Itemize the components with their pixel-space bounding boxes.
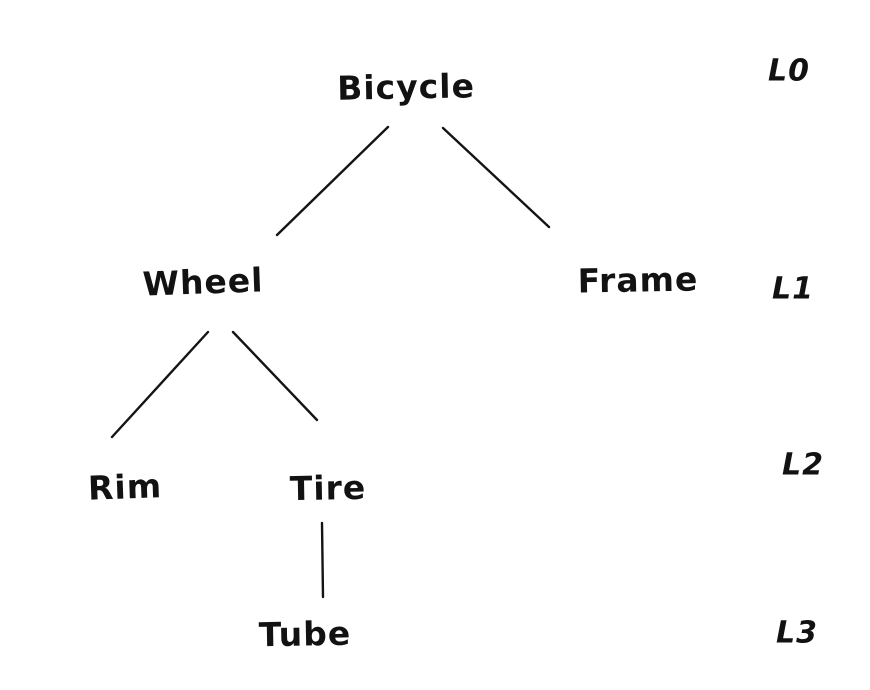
- node-tire: Tire: [289, 467, 367, 509]
- edge-wheel-rim: [110, 330, 210, 439]
- edge-wheel-tire: [231, 330, 319, 422]
- edge-tire-tube: [320, 521, 325, 599]
- edge-bicycle-frame: [441, 126, 551, 229]
- level-label-l0: L0: [768, 53, 810, 89]
- level-label-l2: L2: [782, 447, 824, 483]
- level-label-l3: L3: [776, 615, 818, 651]
- node-wheel: Wheel: [141, 260, 265, 304]
- level-label-l1: L1: [772, 271, 814, 307]
- node-bicycle: Bicycle: [336, 66, 476, 108]
- node-rim: Rim: [87, 466, 163, 508]
- node-frame: Frame: [577, 259, 699, 301]
- edge-bicycle-wheel: [275, 125, 390, 237]
- node-tube: Tube: [258, 613, 352, 655]
